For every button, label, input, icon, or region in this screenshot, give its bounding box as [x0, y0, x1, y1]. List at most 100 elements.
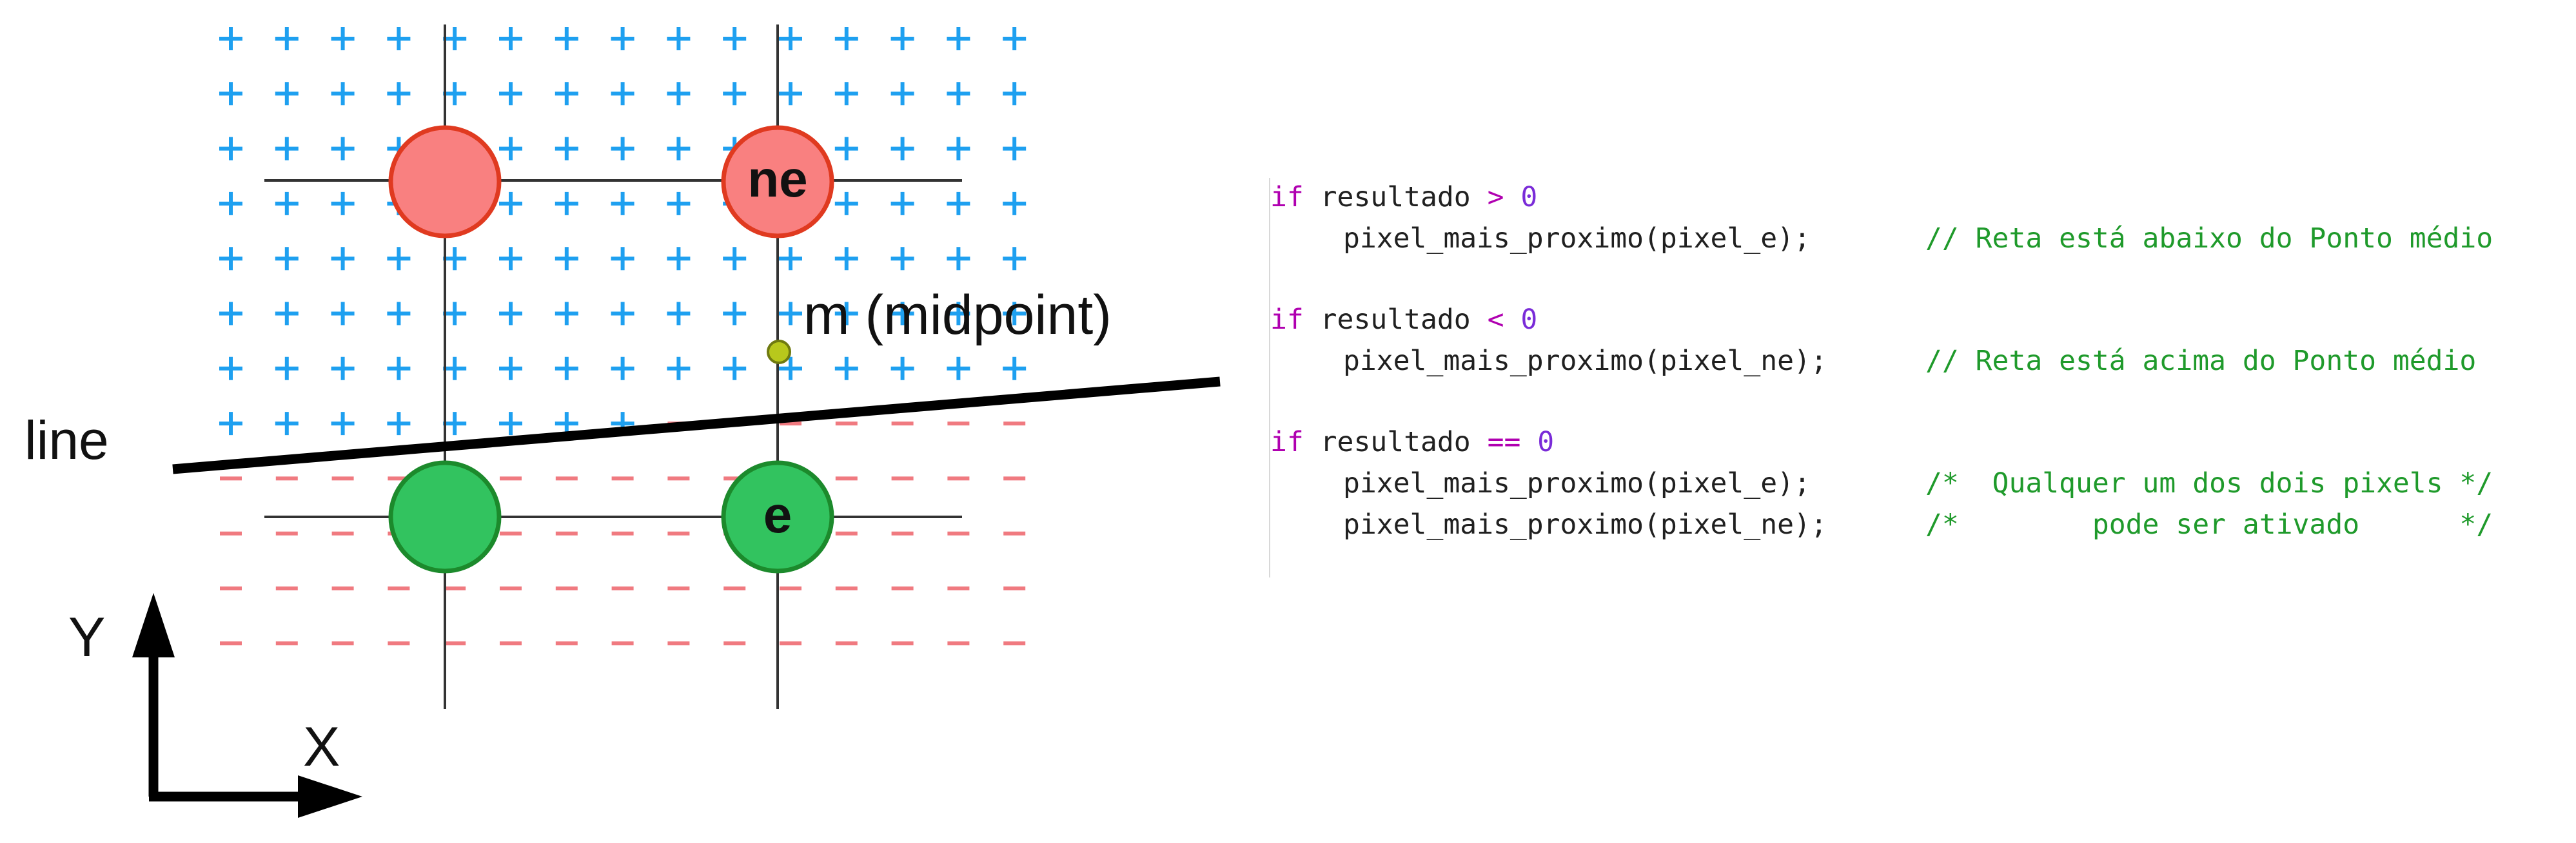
plus-mark: [834, 82, 858, 106]
plus-mark: [947, 27, 970, 50]
plus-mark: [219, 137, 242, 160]
plus-mark: [555, 412, 578, 436]
plus-mark: [1003, 137, 1027, 160]
code-comment: // Reta está abaixo do Ponto médio: [1925, 222, 2493, 255]
plus-mark: [890, 137, 914, 160]
plus-mark: [723, 356, 747, 380]
plus-mark: [834, 191, 858, 215]
plus-mark: [667, 27, 691, 50]
plus-mark: [331, 412, 355, 436]
plus-mark: [555, 137, 578, 160]
plus-mark: [555, 27, 578, 50]
plus-mark: [834, 27, 858, 50]
plus-mark: [331, 137, 355, 160]
midpoint-label: m (midpoint): [803, 284, 1112, 346]
plus-mark: [834, 356, 858, 380]
plus-mark: [611, 191, 634, 215]
code-comment: // Reta está acima do Ponto médio: [1925, 345, 2477, 377]
plus-mark: [555, 247, 578, 271]
code-line-if-positive: if resultado > 0: [1270, 178, 1537, 217]
plus-mark: [947, 302, 970, 325]
plus-mark: [387, 27, 411, 50]
code-call: pixel_mais_proximo(pixel_e);: [1343, 467, 1811, 499]
plus-mark: [723, 82, 747, 106]
plus-mark: [443, 356, 467, 380]
code-number: 0: [1520, 304, 1538, 336]
plus-mark: [443, 82, 467, 106]
plus-mark: [779, 356, 802, 380]
plus-mark: [555, 82, 578, 106]
plus-mark: [723, 302, 747, 325]
plus-mark: [331, 302, 355, 325]
plus-mark: [275, 191, 299, 215]
plus-mark: [499, 27, 522, 50]
plus-mark: [779, 302, 802, 325]
plus-mark: [387, 356, 411, 380]
plus-mark: [947, 356, 970, 380]
pixel-e-label: e: [763, 486, 792, 543]
plus-mark: [219, 247, 242, 271]
code-line-if-negative: if resultado < 0: [1270, 300, 1537, 339]
pixel-ne-label: ne: [747, 150, 807, 208]
plus-mark: [387, 412, 411, 436]
plus-mark: [947, 137, 970, 160]
plus-mark: [219, 191, 242, 215]
code-comment: /* pode ser ativado */: [1925, 509, 2493, 541]
plus-mark: [555, 356, 578, 380]
plus-mark: [890, 247, 914, 271]
pixel-nw: [388, 125, 502, 238]
plus-mark: [667, 302, 691, 325]
code-operator: ==: [1487, 426, 1521, 458]
plus-mark: [331, 356, 355, 380]
plus-mark: [890, 27, 914, 50]
midpoint-diagram: ne e m (midpoint) line Y X: [25, 24, 1221, 818]
sign-grid-marks: [219, 27, 1027, 646]
plus-mark: [275, 137, 299, 160]
code-call: pixel_mais_proximo(pixel_ne);: [1343, 345, 1827, 377]
plus-mark: [275, 412, 299, 436]
plus-mark: [667, 247, 691, 271]
code-keyword: if: [1270, 304, 1304, 336]
plus-mark: [275, 82, 299, 106]
plus-mark: [611, 82, 634, 106]
plus-mark: [499, 247, 522, 271]
plus-mark: [275, 247, 299, 271]
plus-mark: [611, 356, 634, 380]
pixel-ne: [721, 125, 834, 238]
plus-mark: [387, 82, 411, 106]
plus-mark: [834, 137, 858, 160]
code-call: pixel_mais_proximo(pixel_e);: [1343, 222, 1811, 255]
plus-mark: [275, 302, 299, 325]
pixel-e: [721, 460, 834, 574]
x-axis-arrowhead: [298, 775, 362, 818]
plus-mark: [667, 191, 691, 215]
plus-mark: [443, 247, 467, 271]
code-number: 0: [1520, 181, 1538, 213]
plus-mark: [499, 412, 522, 436]
plus-mark: [331, 82, 355, 106]
plus-mark: [667, 356, 691, 380]
plus-mark: [275, 27, 299, 50]
plus-mark: [219, 356, 242, 380]
plus-mark: [834, 302, 858, 325]
code-variable: resultado: [1320, 426, 1471, 458]
y-axis-label: Y: [68, 606, 105, 668]
code-line-call-e: pixel_mais_proximo(pixel_e);: [1270, 219, 1811, 258]
plus-mark: [947, 191, 970, 215]
plus-mark: [275, 356, 299, 380]
code-snippet: if resultado > 0 pixel_mais_proximo(pixe…: [1269, 178, 2566, 577]
plus-mark: [1003, 82, 1027, 106]
y-axis-arrowhead: [132, 593, 175, 657]
plus-mark: [834, 247, 858, 271]
plus-mark: [443, 27, 467, 50]
line-segment: [172, 376, 1221, 474]
plus-mark: [611, 247, 634, 271]
plus-mark: [667, 82, 691, 106]
code-line-if-zero: if resultado == 0: [1270, 423, 1554, 461]
plus-mark: [331, 191, 355, 215]
plus-mark: [1003, 247, 1027, 271]
plus-mark: [890, 356, 914, 380]
plus-mark: [611, 137, 634, 160]
plus-mark: [723, 247, 747, 271]
plus-mark: [611, 302, 634, 325]
